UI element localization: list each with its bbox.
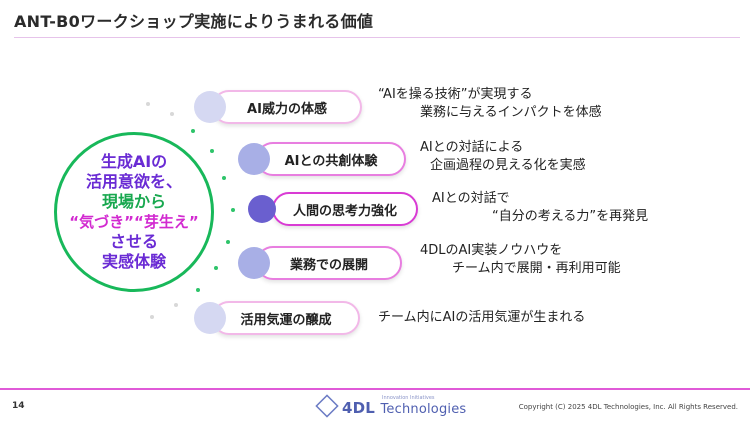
center-circle: 生成AIの 活用意欲を、 現場から “気づき”“芽生え” させる 実感体験 <box>54 132 214 292</box>
arc-dot <box>191 129 195 133</box>
value-item-co-creation: AIとの共創体験 <box>256 142 406 176</box>
bubble-icon <box>238 247 270 279</box>
title-divider <box>14 37 740 38</box>
footer-divider <box>0 388 750 390</box>
value-item-momentum: 活用気運の醸成 <box>212 301 360 335</box>
arc-dot <box>222 176 226 180</box>
value-item-desc: チーム内にAIの活用気運が生まれる <box>378 310 586 325</box>
arc-dot <box>146 102 150 106</box>
value-item-desc: AIとの対話による 企画過程の見える化を実感 <box>420 140 586 173</box>
value-item-ai-power: AI威力の体感 <box>212 90 362 124</box>
center-line-6: 実感体験 <box>101 251 166 271</box>
arc-dot <box>196 288 200 292</box>
logo-tagline: Innovation Initiatives <box>382 395 435 401</box>
center-line-4: “気づき”“芽生え” <box>69 212 199 231</box>
arc-dot <box>226 240 230 244</box>
center-line-5: させる <box>109 231 158 251</box>
center-line-1: 生成AIの <box>100 151 168 171</box>
bubble-icon <box>248 195 276 223</box>
company-logo: Innovation Initiatives 4DL Technologies <box>315 393 467 419</box>
bubble-icon <box>194 91 226 123</box>
value-item-desc: AIとの対話で “自分の考える力”を再発見 <box>432 191 649 224</box>
copyright-text: Copyright (C) 2025 4DL Technologies, Inc… <box>518 403 738 411</box>
arc-dot <box>174 303 178 307</box>
arc-dot <box>214 266 218 270</box>
arc-dot <box>150 315 154 319</box>
logo-mark-icon <box>315 394 339 418</box>
value-item-label: AI威力の体感 <box>247 101 327 117</box>
value-item-thinking: 人間の思考力強化 <box>272 192 418 226</box>
arc-dot <box>170 112 174 116</box>
arc-dot <box>210 149 214 153</box>
center-line-3: 現場から <box>101 192 166 212</box>
value-item-label: 業務での展開 <box>289 257 368 273</box>
value-item-deployment: 業務での展開 <box>256 246 402 280</box>
value-item-desc: “AIを操る技術”が実現する 業務に与えるインパクトを体感 <box>378 87 602 120</box>
value-item-label: 人間の思考力強化 <box>292 203 397 219</box>
value-item-desc: 4DLのAI実装ノウハウを チーム内で展開・再利用可能 <box>420 243 621 276</box>
bubble-icon <box>238 143 270 175</box>
bubble-icon <box>194 302 226 334</box>
arc-dot <box>231 208 235 212</box>
center-line-2: 活用意欲を、 <box>85 172 182 191</box>
page-number: 14 <box>12 401 25 411</box>
logo-text: 4DL Technologies <box>342 399 467 417</box>
value-item-label: AIとの共創体験 <box>284 153 378 169</box>
slide-title: ANT-B0ワークショップ実施によりうまれる価値 <box>14 12 374 31</box>
value-item-label: 活用気運の醸成 <box>240 312 332 328</box>
